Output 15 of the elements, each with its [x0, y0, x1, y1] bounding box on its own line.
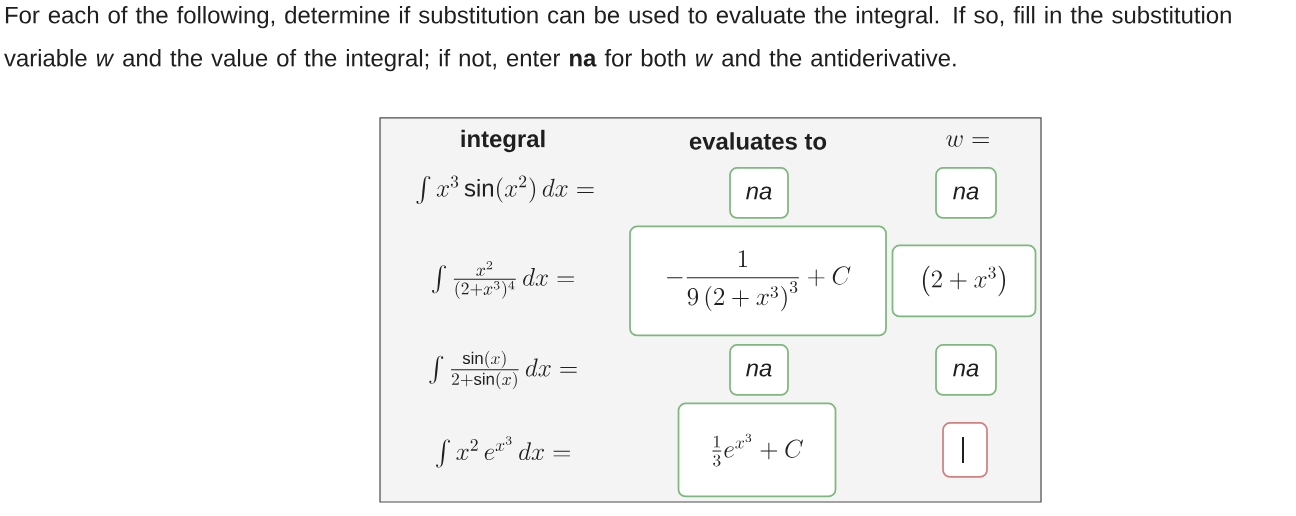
answer-box: na [935, 167, 997, 219]
answer-box: na [729, 344, 789, 396]
answer-box: na [935, 344, 997, 396]
answer-box: $\left(2+x^3\right)$ [891, 244, 1037, 318]
integral-expression: $\int \tfrac{\sin(x)}{2+\sin(x)}\,dx =$ [429, 350, 577, 390]
instruction-text: For each of the following, determine if substitution can be used to evaluate the integral. If so, fill in the substitution variable w and the value of the integral; if not, enter na for both w and the antiderivative. [4, 6, 1231, 72]
integral-expression: $\int x^2\,e^{x^3}\,dx =$ [436, 436, 570, 468]
integral-expression: $\int \tfrac{x^2}{(2+x^3)^4}\,dx =$ [432, 261, 574, 299]
answer-box [942, 422, 988, 478]
answer-box: $-\frac{1}{9\left(2+x^3\right)^3}+C$ [629, 225, 887, 337]
column-header: integral [461, 129, 545, 153]
answer-box: na [729, 167, 789, 219]
integral-expression: $\int x^3\sin(x^2)\,dx =$ [416, 175, 594, 205]
answer-box: $\frac{1}{3}e^{x^3}+C$ [677, 402, 837, 498]
column-header: $w =$ [946, 135, 989, 147]
